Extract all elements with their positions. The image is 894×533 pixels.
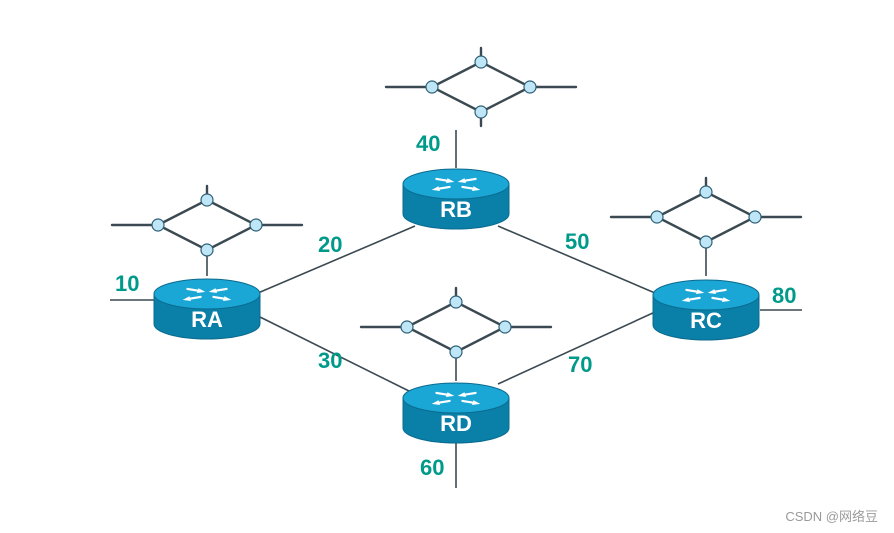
lan-node [650,210,664,224]
router-label: RD [440,411,472,436]
lan-node [699,185,713,199]
router-ra: RA [153,278,261,340]
router-arrow-head [457,392,467,397]
router-arrow-head [222,296,232,301]
lan-node [400,320,414,334]
cost-stub-rc: 80 [772,283,796,308]
link-ra-rd [257,315,416,395]
router-rc: RC [652,279,760,341]
lan-rd [359,286,553,359]
router-arrow-head [208,288,218,293]
router-arrow-head [196,288,206,293]
router-arrow-head [431,186,441,191]
router-rb: RB [402,168,510,230]
router-rd: RD [402,382,510,444]
router-label: RB [440,197,472,222]
lan-node [425,80,439,94]
lan-rb [384,46,578,128]
watermark: CSDN @网络豆 [785,509,878,524]
lan-segments [110,46,803,359]
lan-node [699,235,713,249]
lan-node [449,295,463,309]
cost-rb-rc: 50 [565,229,589,254]
lan-rc [609,176,803,249]
lan-node [200,193,214,207]
lan-diamond [654,190,758,244]
router-top [652,279,760,311]
router-arrow-head [182,296,192,301]
router-arrow-head [471,400,481,405]
links [257,225,656,395]
router-arrow-head [445,178,455,183]
router-arrow-head [431,400,441,405]
router-top [153,278,261,310]
cost-ra-rd: 30 [318,348,342,373]
cost-stub-ra: 10 [115,271,139,296]
router-arrows-icon [182,287,232,301]
lan-diamond [155,198,259,252]
lan-node [200,243,214,257]
router-label: RC [690,308,722,333]
lan-node [474,105,488,119]
cost-rd-rc: 70 [568,352,592,377]
lan-node [523,80,537,94]
lan-node [449,345,463,359]
router-arrows-icon [431,391,481,405]
router-arrow-head [695,289,705,294]
router-label: RA [191,307,223,332]
cost-stub-rb: 40 [416,131,440,156]
router-arrow-head [457,178,467,183]
router-arrow-head [707,289,717,294]
router-arrow-head [445,392,455,397]
cost-labels: 20 50 30 70 10 40 80 60 [115,131,796,480]
router-arrow-head [471,186,481,191]
lan-node [151,218,165,232]
lan-diamond [404,300,508,354]
router-top [402,168,510,200]
cost-stub-rd: 60 [420,455,444,480]
lan-node [498,320,512,334]
lan-node [748,210,762,224]
link-rd-rc [497,311,656,385]
lan-diamond [429,60,533,114]
router-arrow-head [721,297,731,302]
link-ra-rb [257,225,416,294]
router-arrows-icon [431,177,481,191]
lan-node [474,55,488,69]
routers: RA RB RC RD [153,168,760,444]
router-top [402,382,510,414]
lan-ra [110,184,304,257]
router-arrow-head [681,297,691,302]
lan-node [249,218,263,232]
cost-ra-rb: 20 [318,232,342,257]
link-rb-rc [497,225,656,294]
router-arrows-icon [681,288,731,302]
